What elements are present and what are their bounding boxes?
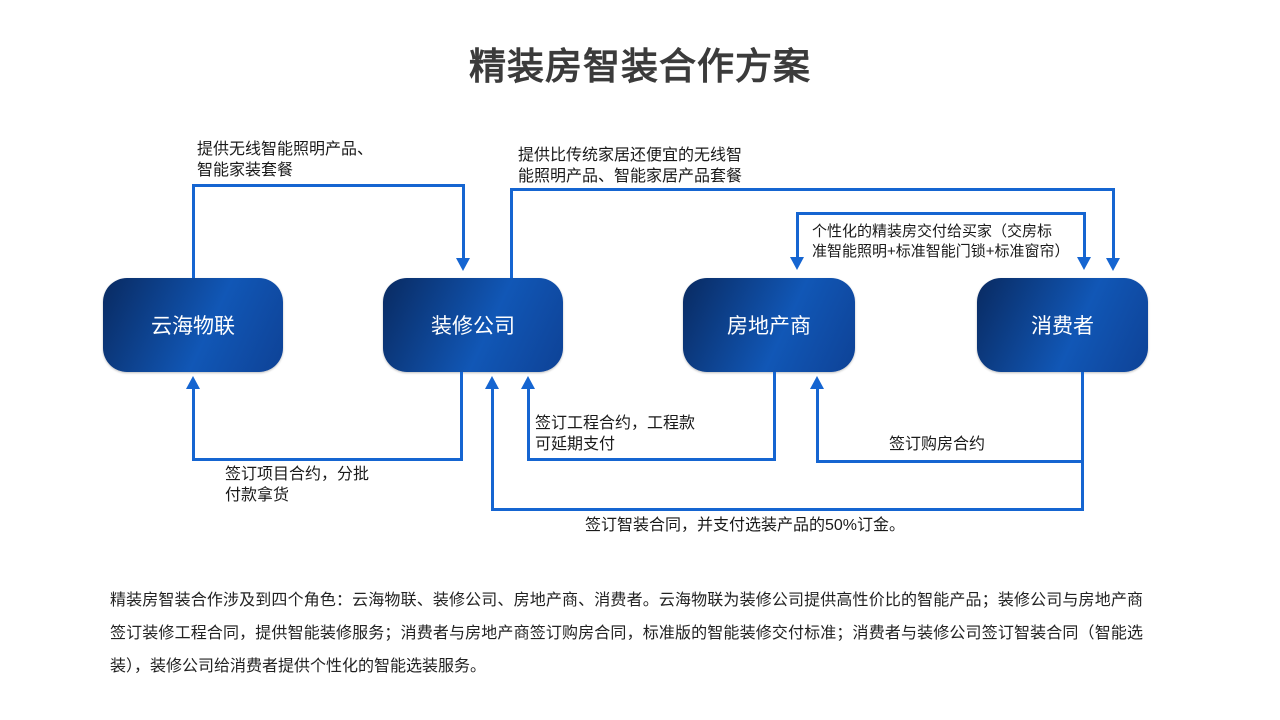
edge-yunhai-supply-segment [192, 184, 195, 278]
arrowhead-into-yunhai-bottom-icon [186, 376, 200, 389]
node-zhuangxiu-gongsi: 装修公司 [383, 278, 563, 372]
node-fangdichan-shang: 房地产商 [683, 278, 855, 372]
edge-zhuangxiu-supply-segment [1112, 191, 1115, 259]
edge-engineering-contract-segment [773, 372, 776, 461]
edge-engineering-contract-segment [527, 458, 776, 461]
edge-purchase-contract-segment [816, 460, 1084, 463]
edge-engineering-contract-segment [527, 388, 530, 458]
arrowhead-into-zhuangxiu-bottom-icon [521, 376, 535, 389]
edge-label-engineering-contract: 签订工程合约，工程款 可延期支付 [535, 415, 696, 453]
edge-purchase-contract-segment [1081, 372, 1084, 511]
edge-delivery-segment [796, 212, 1086, 215]
edge-label-delivery: 个性化的精装房交付给买家（交房标 准智能照明+标准智能门锁+标准窗帘） [812, 223, 1070, 260]
node-xiaofeizhe-label: 消费者 [1031, 315, 1094, 338]
node-fangdichan-label: 房地产商 [727, 315, 811, 338]
arrowhead-into-fangdichan-bottom-icon [810, 376, 824, 389]
node-xiaofeizhe: 消费者 [977, 278, 1148, 372]
edge-purchase-contract-segment [816, 388, 819, 460]
edge-smart-contract-segment [491, 388, 494, 508]
edge-delivery-segment [1083, 215, 1086, 258]
edge-label-zhuangxiu-supply: 提供比传统家居还便宜的无线智 能照明产品、智能家居产品套餐 [518, 147, 743, 185]
edge-project-contract-segment [192, 458, 463, 461]
edge-label-project-contract: 签订项目合约，分批 付款拿货 [225, 466, 370, 504]
edge-yunhai-supply-segment [462, 187, 465, 259]
arrowhead-into-xiaofeizhe-top2-icon [1077, 257, 1091, 270]
edge-project-contract-segment [192, 388, 195, 458]
edge-label-yunhai-supply: 提供无线智能照明产品、 智能家装套餐 [197, 141, 374, 179]
edge-label-smart-contract: 签订智装合同，并支付选装产品的50%订金。 [585, 517, 906, 534]
arrowhead-into-zhuangxiu-top-icon [456, 258, 470, 271]
edge-yunhai-supply-segment [192, 184, 465, 187]
edge-smart-contract-segment [491, 508, 1084, 511]
node-yunhai-wulian: 云海物联 [103, 278, 283, 372]
arrowhead-into-xiaofeizhe-top-icon [1106, 258, 1120, 271]
arrowhead-into-zhuangxiu-bottom2-icon [485, 376, 499, 389]
edge-project-contract-segment [460, 372, 463, 461]
page-title: 精装房智装合作方案 [469, 46, 811, 87]
edge-zhuangxiu-supply-segment [510, 188, 513, 278]
edge-delivery-segment [796, 212, 799, 258]
node-zhuangxiu-label: 装修公司 [431, 315, 515, 338]
arrowhead-into-fangdichan-top-icon [790, 257, 804, 270]
summary-paragraph: 精装房智装合作涉及到四个角色：云海物联、装修公司、房地产商、消费者。云海物联为装… [110, 592, 1143, 675]
edge-label-purchase-contract: 签订购房合约 [889, 436, 986, 453]
node-yunhai-label: 云海物联 [151, 315, 235, 338]
edge-zhuangxiu-supply-segment [510, 188, 1115, 191]
